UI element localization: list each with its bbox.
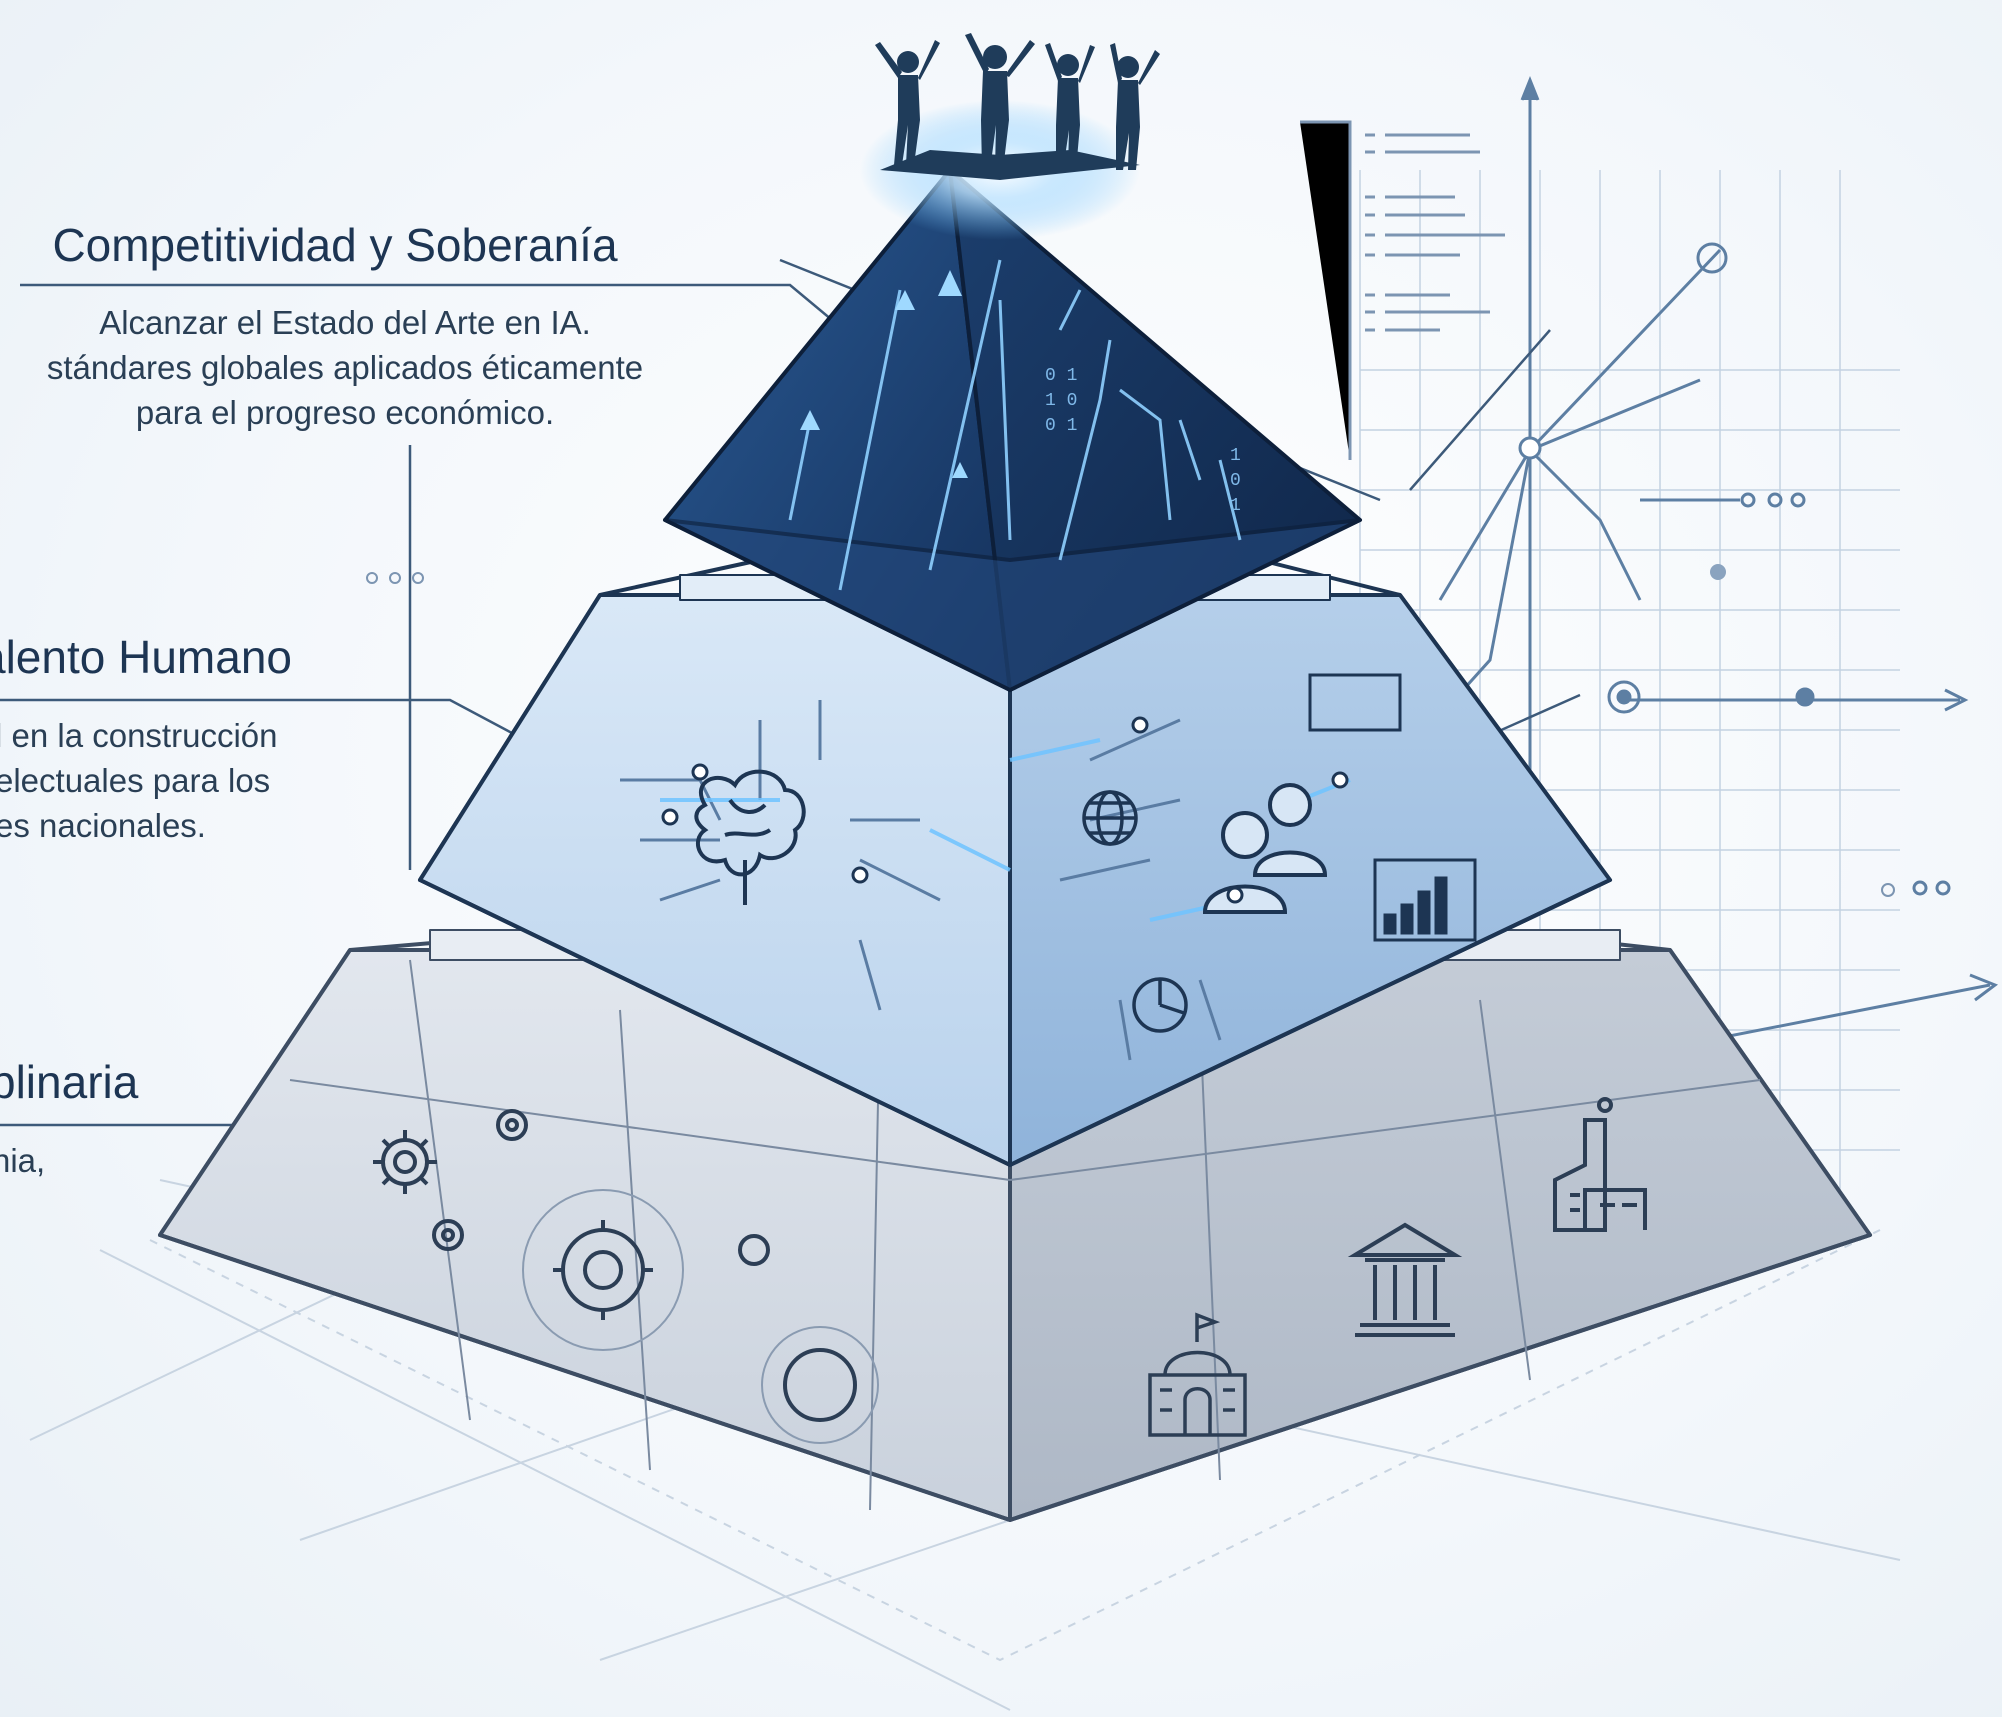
base-tier-description: nia, [0, 1138, 45, 1183]
middle-desc-line: l en la construcción [0, 717, 278, 754]
top-desc-line: stándares globales aplicados éticamente [46, 349, 644, 386]
base-tier-title: plinaria [0, 1056, 139, 1108]
base-tier-seams [289, 959, 1761, 1511]
dots-decoration [366, 572, 1895, 897]
svg-text:0: 0 [1230, 471, 1241, 491]
glow-node-dots [661, 716, 1349, 904]
middle-tier-title: alento Humano [0, 631, 292, 683]
government-building-icon [1148, 1312, 1247, 1437]
factory-icon [1553, 1097, 1647, 1232]
glow-traces [660, 738, 1351, 922]
svg-text:1: 1 [1230, 496, 1241, 516]
bank-icon [1347, 1222, 1463, 1337]
brain-icon [694, 769, 806, 905]
binary-digits: 0 1 1 0 0 1 1 0 1 [1045, 366, 1241, 516]
middle-tier-description: l en la construcción electuales para los… [0, 713, 277, 848]
gears-icon [373, 1109, 879, 1444]
svg-text:1 0: 1 0 [1045, 391, 1077, 411]
top-tier [663, 168, 1362, 692]
top-desc-line: Alcanzar el Estado del Arte en IA. [99, 304, 591, 341]
people-celebrating-icon [875, 33, 1160, 180]
base-desc-line: nia, [0, 1142, 46, 1179]
up-arrows [800, 270, 968, 478]
users-icon [1202, 783, 1328, 914]
pie-chart-icon [1132, 977, 1188, 1033]
top-tier-title: Competitividad y Soberanía [52, 219, 618, 271]
top-desc-line: para el progreso económico. [135, 394, 555, 431]
svg-text:0 1: 0 1 [1045, 416, 1077, 436]
top-tier-description: Alcanzar el Estado del Arte en IA. stánd… [0, 300, 730, 435]
svg-text:0 1: 0 1 [1045, 366, 1077, 386]
bar-chart-icon [1373, 858, 1477, 942]
globe-icon [1082, 790, 1138, 846]
svg-text:1: 1 [1230, 446, 1241, 466]
ai-box-icon [1308, 673, 1402, 732]
top-tier-circuit [788, 259, 1242, 591]
middle-desc-line: es nacionales. [0, 807, 206, 844]
middle-desc-line: electuales para los [0, 762, 271, 799]
document-lines-decoration [1300, 120, 1505, 460]
